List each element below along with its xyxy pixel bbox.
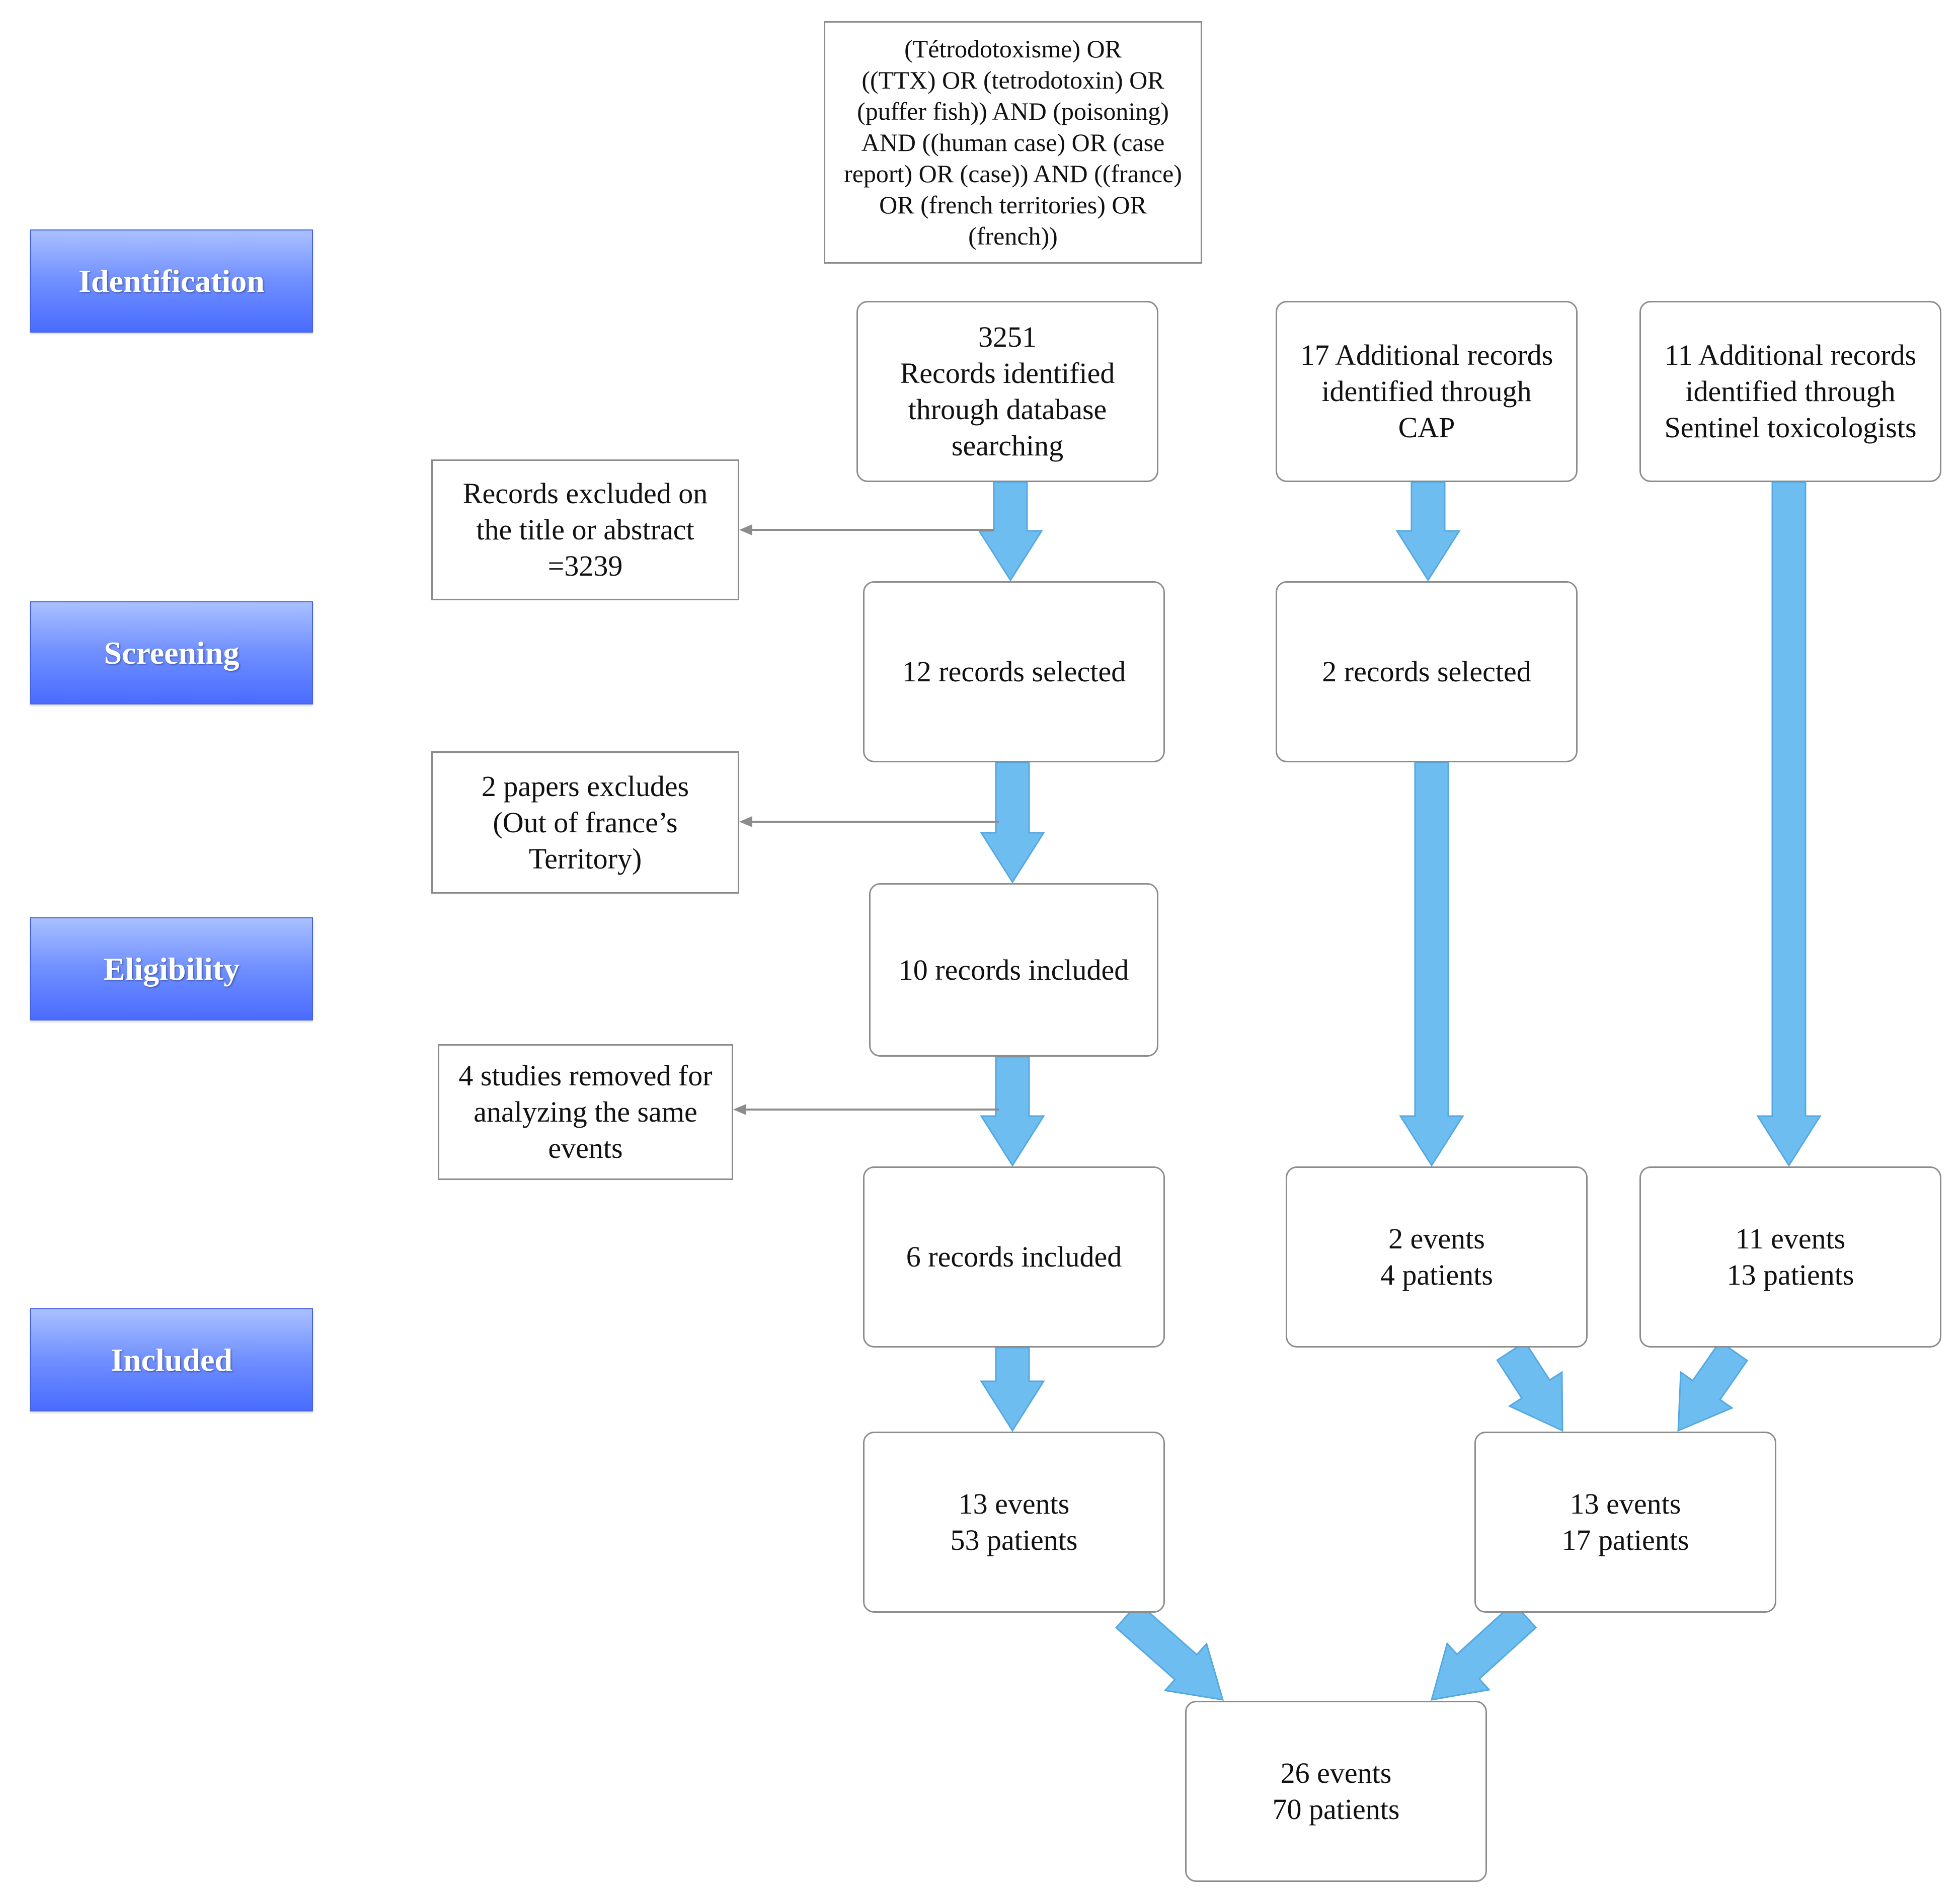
arrow-db-identified-to-selected [978, 481, 1043, 582]
excluded-same-events-box: 4 studies removed for analyzing the same… [438, 1044, 733, 1180]
sentinel-result-box: 11 events 13 patients [1639, 1166, 1941, 1348]
cap-identified-box: 17 Additional records identified through… [1276, 301, 1578, 482]
combined-additional-box: 13 events 17 patients [1474, 1432, 1776, 1613]
arrow-db-result-to-final [1115, 1602, 1224, 1701]
database-selected-box: 12 records selected [863, 581, 1165, 762]
excluded-out-of-france-box: 2 papers excludes (Out of france’s Terri… [431, 751, 739, 894]
excluded-title-abstract-box: Records excluded on the title or abstrac… [431, 459, 739, 600]
arrow-sentinel-identified-to-result [1756, 481, 1822, 1167]
arrow-exclude-title-abstract [739, 524, 994, 535]
arrow-sentinel-result-to-combined [1677, 1341, 1749, 1432]
database-result-box: 13 events 53 patients [863, 1432, 1165, 1613]
arrow-cap-result-to-combined [1496, 1341, 1563, 1432]
stage-included: Included [30, 1308, 313, 1411]
arrow-db-selected-to-included-1 [980, 761, 1045, 884]
arrow-cap-identified-to-selected [1395, 481, 1461, 582]
arrow-db-included-1-to-included-2 [980, 1056, 1045, 1167]
arrow-exclude-same-events [733, 1104, 999, 1115]
arrow-db-included-2-to-result [980, 1347, 1045, 1432]
arrow-exclude-out-of-france [739, 816, 999, 827]
arrow-cap-selected-to-result [1399, 761, 1464, 1167]
database-included-2-box: 6 records included [863, 1166, 1165, 1348]
search-query-box: (Tétrodotoxisme) OR ((TTX) OR (tetrodoto… [824, 21, 1202, 264]
final-total-box: 26 events 70 patients [1185, 1701, 1487, 1882]
sentinel-identified-box: 11 Additional records identified through… [1639, 301, 1941, 482]
stage-identification: Identification [30, 229, 313, 333]
stage-screening: Screening [30, 601, 313, 704]
cap-result-box: 2 events 4 patients [1286, 1166, 1588, 1348]
database-identified-box: 3251 Records identified through database… [856, 301, 1158, 482]
stage-eligibility: Eligibility [30, 917, 313, 1020]
cap-selected-box: 2 records selected [1276, 581, 1578, 762]
arrow-combined-to-final [1430, 1602, 1537, 1701]
database-included-1-box: 10 records included [869, 883, 1158, 1057]
